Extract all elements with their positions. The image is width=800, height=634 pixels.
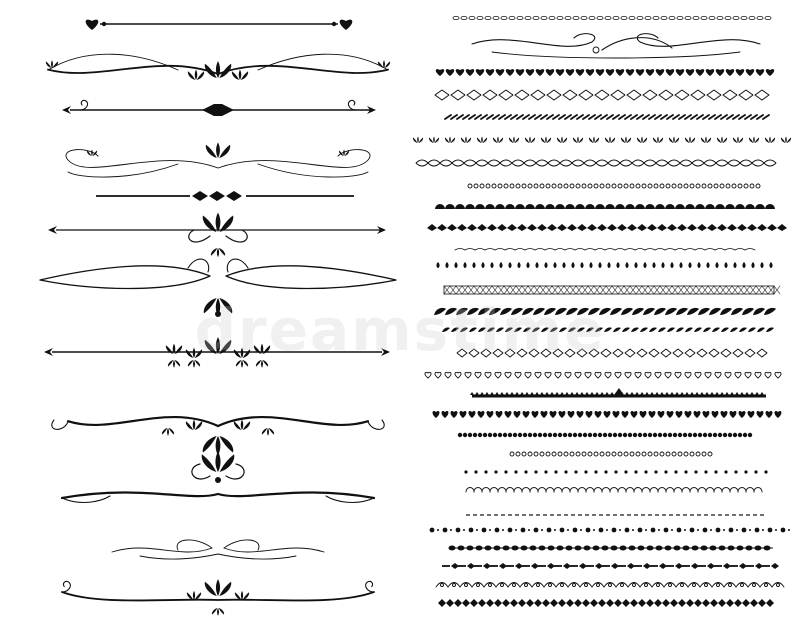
divider-double-thin-swirl xyxy=(111,539,325,560)
border-hearts xyxy=(435,69,775,76)
border-calligraphic-swirls xyxy=(471,33,761,59)
border-dot-sequence xyxy=(429,527,790,533)
border-loops xyxy=(465,487,763,493)
divider-arrow-rule-with-lotus xyxy=(48,212,386,258)
divider-swash-with-floral-wings xyxy=(51,416,385,456)
divider-heart-arrow-rule xyxy=(85,19,353,30)
border-thin-wave xyxy=(454,248,756,251)
divider-lotus-over-swash xyxy=(60,451,376,504)
divider-thin-scroll-with-lotus xyxy=(65,142,371,178)
divider-swirl-with-lotus xyxy=(61,579,375,616)
divider-arrow-rule-with-knot xyxy=(62,99,376,116)
border-spiked-bar xyxy=(470,388,766,398)
border-fine-leaves xyxy=(442,327,774,332)
border-dotted xyxy=(464,470,768,474)
border-zigzag-drops xyxy=(427,224,787,231)
border-leaves xyxy=(434,307,776,315)
divider-wide-swash-with-pendant xyxy=(39,258,397,317)
divider-diamond-rule xyxy=(96,191,354,201)
border-twisted-rope xyxy=(444,114,770,120)
border-lotus-tiles xyxy=(412,136,792,143)
border-scalloped-chain xyxy=(415,159,777,167)
divider-scroll-with-lotus xyxy=(45,53,391,80)
border-scallop-circles xyxy=(435,582,785,588)
border-lattice xyxy=(443,285,781,295)
border-diamond-chain xyxy=(434,89,770,101)
border-checker xyxy=(438,599,774,607)
border-beads-chain xyxy=(448,545,773,551)
right-border-column xyxy=(412,15,792,607)
border-dot-band xyxy=(457,432,753,438)
border-tiny-links xyxy=(452,15,772,20)
border-double-drops xyxy=(436,262,773,268)
border-dash-drop xyxy=(442,563,779,569)
left-divider-column xyxy=(39,19,397,616)
divider-arrow-rule-with-floral-cluster xyxy=(44,337,390,368)
border-tiny-circles xyxy=(509,451,713,457)
border-beaded xyxy=(467,183,761,189)
border-solid-hearts xyxy=(432,410,782,418)
border-half-circles xyxy=(435,204,775,209)
border-open-hearts xyxy=(424,371,782,379)
border-small-diamonds xyxy=(456,348,768,358)
